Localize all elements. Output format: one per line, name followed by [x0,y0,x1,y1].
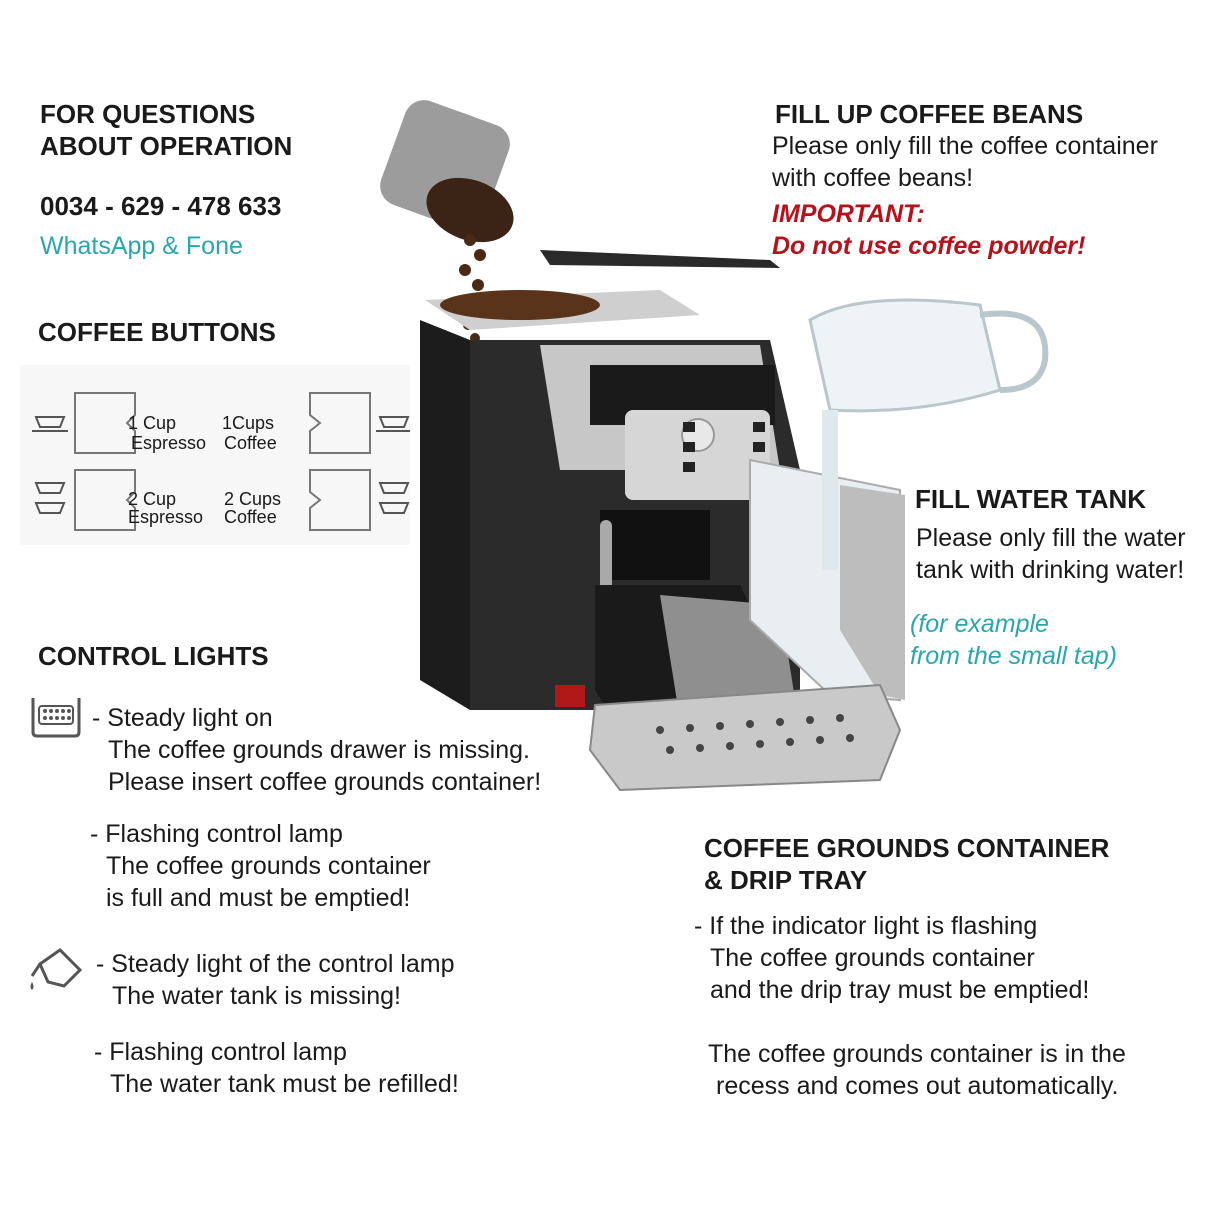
support-phone: 0034 - 629 - 478 633 [40,191,282,221]
lights-g2-line3: is full and must be emptied! [106,884,411,912]
grounds-line5: recess and comes out automatically. [716,1072,1119,1100]
water-line1: Please only fill the water [916,524,1186,552]
btn-one-espresso-line2: Espresso [131,433,207,453]
lights-g1-line2: The coffee grounds drawer is missing. [108,736,530,764]
buttons-heading: COFFEE BUTTONS [38,317,276,347]
grounds-line3: and the drip tray must be emptied! [710,976,1090,1004]
grounds-line4: The coffee grounds container is in the [708,1040,1126,1068]
grounds-line1: - If the indicator light is flashing [694,912,1038,940]
water-jug-icon [808,298,1049,570]
btn-one-espresso-line1: 1 Cup [128,413,177,433]
lights-g3-line1: - Steady light of the control lamp [96,950,455,978]
water-note1: (for example [910,610,1049,638]
lights-g3-line2: The water tank is missing! [112,982,401,1010]
lights-g2-line1: - Flashing control lamp [90,820,343,848]
beans-important: IMPORTANT: [772,200,925,228]
lights-g4-line1: - Flashing control lamp [94,1038,347,1066]
btn-two-espresso-line2: Espresso [128,507,204,527]
coffee-machine-illustration [380,100,1049,792]
btn-one-coffee-line1: 1Cups [222,413,275,433]
grounds-heading-line2: & DRIP TRAY [704,865,868,895]
support-heading-line2: ABOUT OPERATION [40,131,293,161]
lights-g2-line2: The coffee grounds container [106,852,431,880]
beans-line2: with coffee beans! [772,164,974,192]
lights-g1-line3: Please insert coffee grounds container! [108,768,542,796]
beans-heading: FILL UP COFFEE BEANS [775,99,1084,129]
btn-two-coffee-line1: 2 Cups [224,489,282,509]
grounds-container-icon [31,698,81,738]
grounds-line2: The coffee grounds container [710,944,1035,972]
water-line2: tank with drinking water! [916,556,1185,584]
water-heading: FILL WATER TANK [915,484,1147,514]
water-note2: from the small tap) [910,642,1118,670]
support-channels: WhatsApp & Fone [40,232,243,260]
btn-two-espresso-line1: 2 Cup [128,489,177,509]
espresso-cup-icon [32,416,410,514]
grounds-heading-line1: COFFEE GROUNDS CONTAINER [704,833,1110,863]
btn-one-coffee-line2: Coffee [224,433,277,453]
lights-g1-line1: - Steady light on [92,704,273,732]
beans-line1: Please only fill the coffee container [772,132,1158,160]
lights-heading: CONTROL LIGHTS [38,641,269,671]
support-heading-line1: FOR QUESTIONS [40,99,256,129]
water-tank-icon [30,948,83,990]
btn-two-coffee-line2: Coffee [224,507,277,527]
beans-warning: Do not use coffee powder! [772,232,1086,260]
lights-g4-line2: The water tank must be refilled! [110,1070,459,1098]
coffee-beans-container-icon [380,100,514,243]
coffee-buttons-diagram [20,365,410,545]
